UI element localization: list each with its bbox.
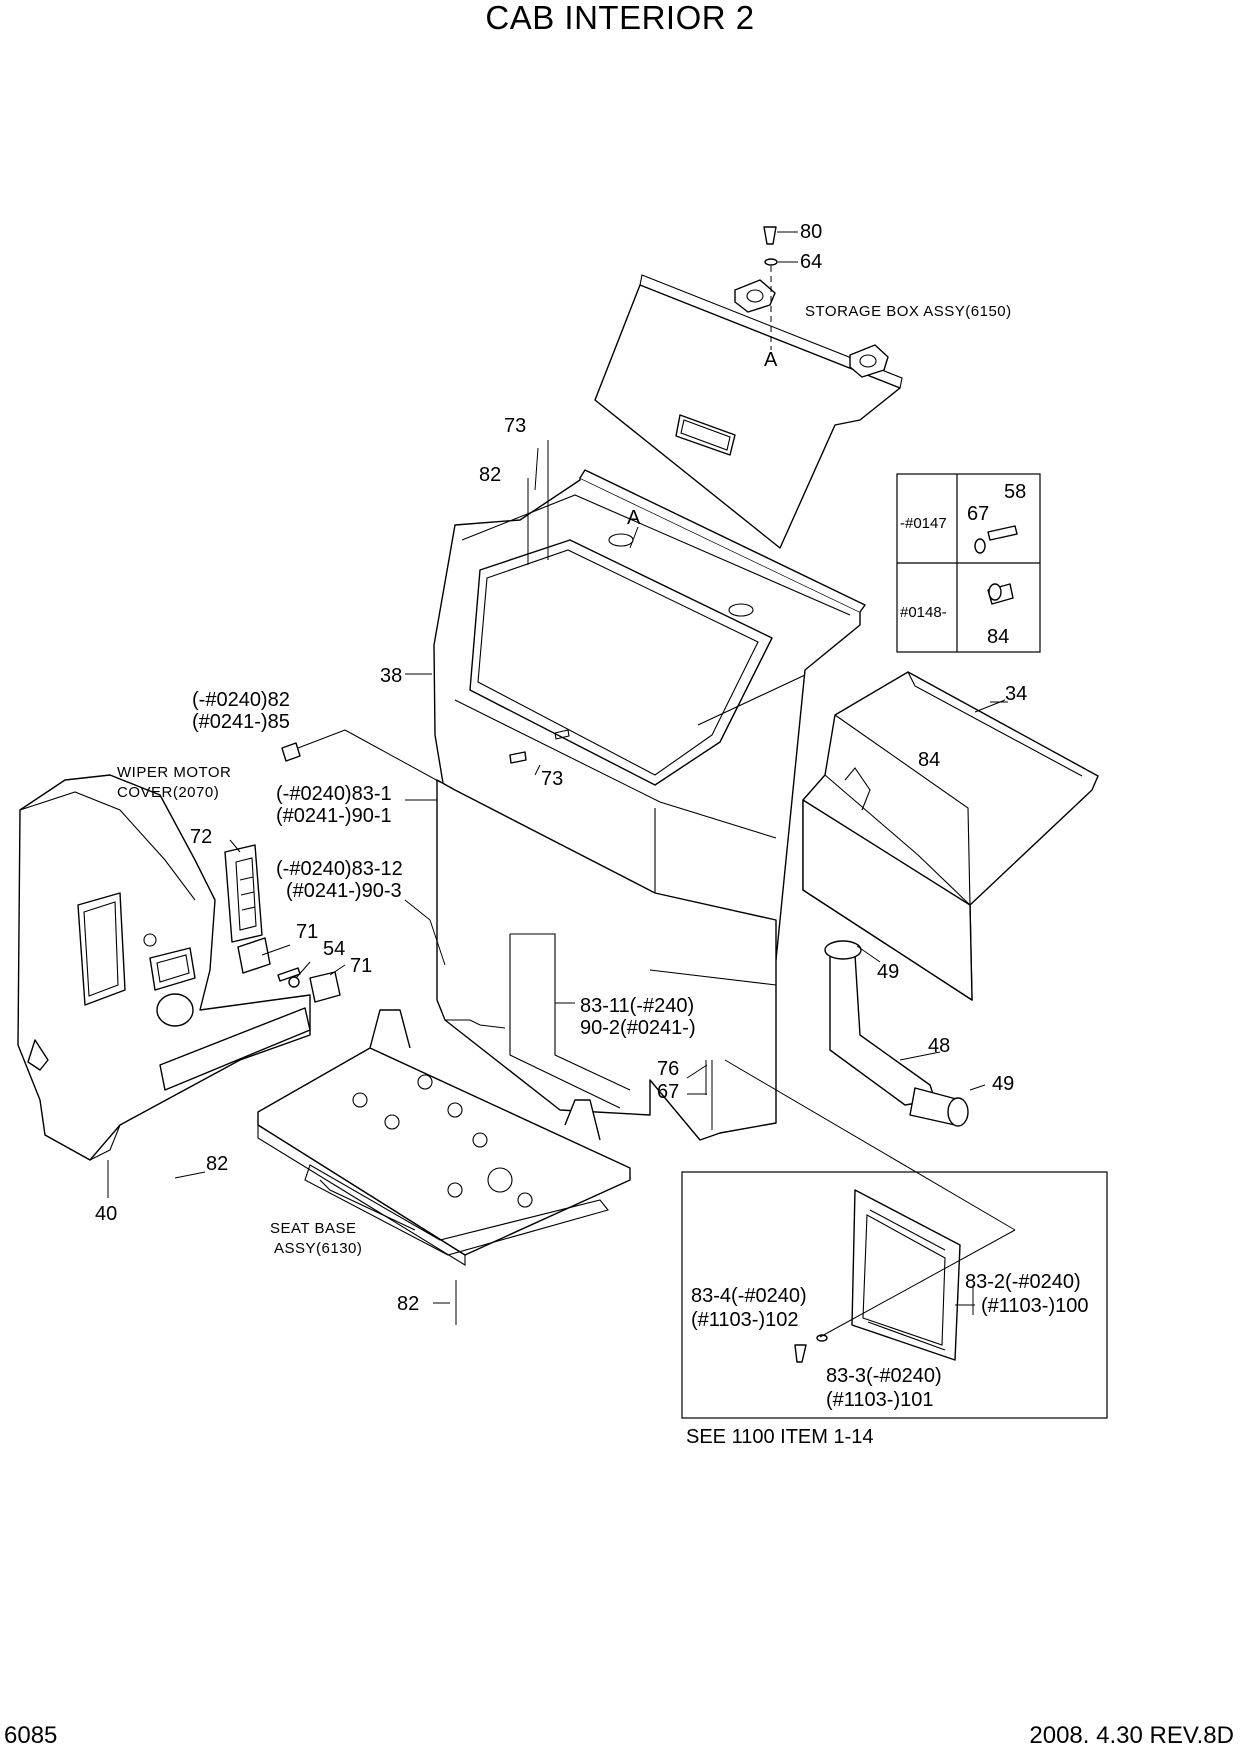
callout-71-a: 71 (296, 921, 318, 943)
table-serial-row2: #0148- (900, 604, 947, 621)
storage-box-lid (594, 274, 903, 549)
note-seat-base-1: SEAT BASE (270, 1220, 356, 1237)
detail-inset-frame (681, 1171, 1108, 1419)
plug-71-b (309, 971, 341, 1003)
callout-73-top: 73 (504, 415, 526, 437)
callout-83-3-a: 83-3(-#0240) (826, 1365, 942, 1387)
callout-83-4-a: 83-4(-#0240) (691, 1285, 807, 1307)
note-storage-box: STORAGE BOX ASSY(6150) (805, 303, 1012, 320)
seat-base-assy (257, 1009, 631, 1266)
callout-76: 76 (657, 1058, 679, 1080)
callout-82-left: 82 (206, 1153, 228, 1175)
revision-date: 2008. 4.30 REV.8D (1029, 1722, 1234, 1749)
page-title: CAB INTERIOR 2 (485, 0, 755, 36)
wing-nut-83-3 (794, 1344, 807, 1363)
table-callout-58: 58 (1004, 481, 1026, 503)
callout-54: 54 (323, 938, 345, 960)
callout-83-1-b: (#0241-)90-1 (276, 805, 392, 827)
callout-40: 40 (95, 1203, 117, 1225)
callout-49-bottom: 49 (992, 1073, 1014, 1095)
note-wiper-cover-1: WIPER MOTOR (117, 764, 231, 781)
callout-72: 72 (190, 826, 212, 848)
callout-49-top: 49 (877, 961, 899, 983)
callout-80: 80 (800, 221, 822, 243)
washer-64 (764, 258, 798, 266)
table-callout-84: 84 (987, 626, 1009, 648)
callout-83-11-a: 83-11(-#240) (580, 995, 694, 1017)
callout-83-4-b: (#1103-)102 (691, 1309, 798, 1331)
screw-54 (277, 967, 301, 988)
callout-71-b: 71 (350, 955, 372, 977)
callout-48: 48 (928, 1035, 950, 1057)
lid-hinge-right (849, 344, 889, 378)
leader-lines (107, 440, 1008, 1325)
variant-table (896, 473, 1041, 653)
storage-box-34 (802, 671, 1099, 1001)
callout-83-2-b: (#1103-)100 (981, 1295, 1088, 1317)
table-callout-67: 67 (967, 503, 989, 525)
washer-83-4 (816, 1334, 828, 1342)
callout-84-right: 84 (918, 749, 940, 771)
callout-82-85-b: (#0241-)85 (192, 711, 290, 733)
switch-72 (224, 844, 263, 943)
callout-83-2-a: 83-2(-#0240) (965, 1271, 1081, 1293)
callout-83-12-b: (#0241-)90-3 (286, 880, 402, 902)
screw-82-85 (281, 742, 301, 762)
callout-64: 64 (800, 251, 822, 273)
callout-82-top: 82 (479, 464, 501, 486)
callout-83-11-b: 90-2(#0241-) (580, 1017, 696, 1039)
drain-hose-48 (824, 940, 969, 1127)
callout-34: 34 (1005, 683, 1027, 705)
bolt-80 (763, 226, 798, 245)
callout-ref-a-mid: A (627, 507, 641, 529)
callout-83-12-a: (-#0240)83-12 (276, 858, 403, 880)
wiper-motor-cover-40 (17, 774, 311, 1161)
callout-38: 38 (380, 665, 402, 687)
table-serial-row1: -#0147 (900, 515, 947, 532)
callout-82-bottom: 82 (397, 1293, 419, 1315)
callout-67-mid: 67 (657, 1081, 679, 1103)
note-wiper-cover-2: COVER(2070) (117, 784, 219, 801)
page-number: 6085 (4, 1722, 58, 1749)
lower-back-panel (436, 779, 777, 1141)
callout-ref-a-top: A (764, 349, 778, 371)
note-seat-base-2: ASSY(6130) (274, 1240, 362, 1257)
detail-panel (851, 1189, 961, 1361)
note-see-also: SEE 1100 ITEM 1-14 (686, 1426, 874, 1448)
callout-82-85-a: (-#0240)82 (192, 689, 290, 711)
callout-83-1-a: (-#0240)83-1 (276, 783, 392, 805)
plug-71-a (237, 937, 271, 974)
callout-73-mid: 73 (541, 768, 563, 790)
callout-83-3-b: (#1103-)101 (826, 1389, 933, 1411)
lid-hinge-left (734, 279, 776, 313)
